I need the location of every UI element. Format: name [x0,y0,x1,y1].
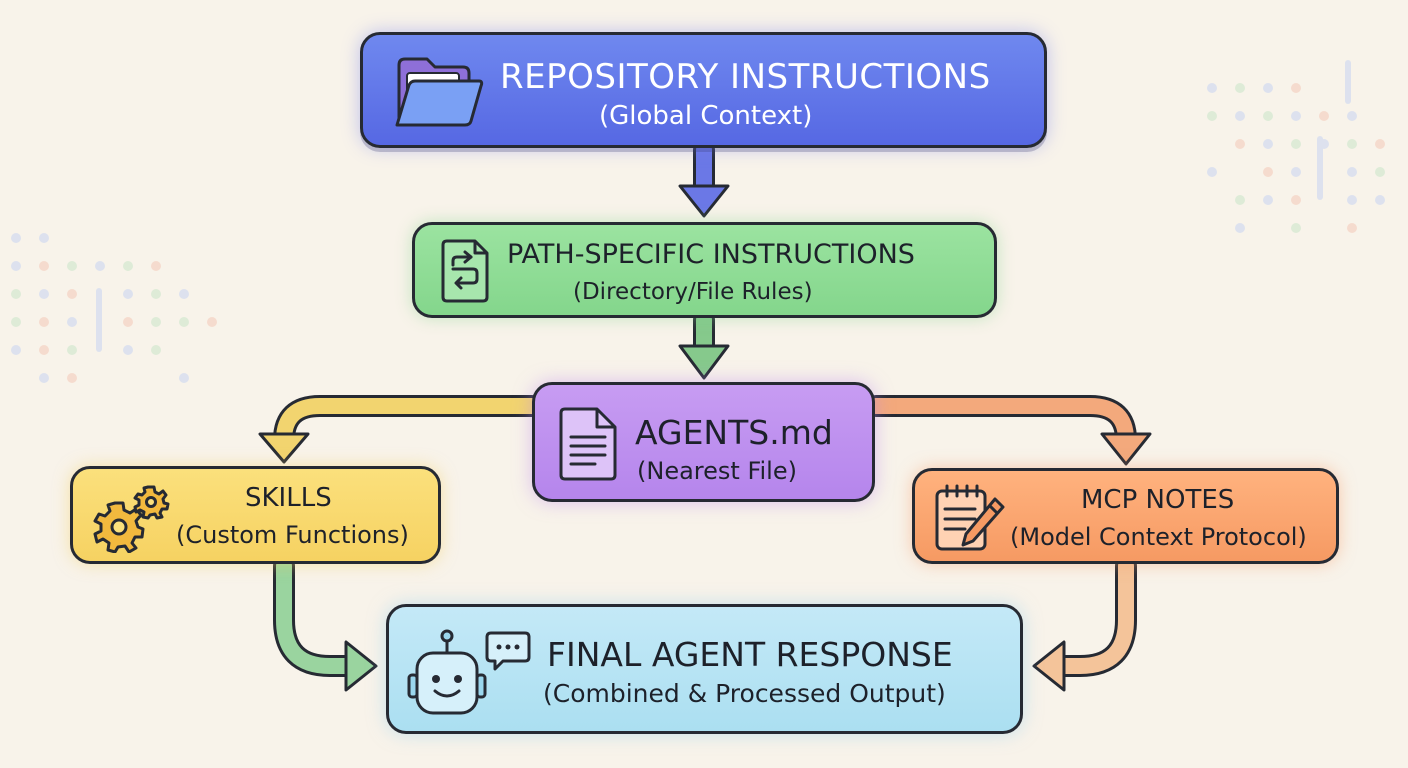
document-icon [557,407,619,485]
node-title: SKILLS [245,483,332,513]
arrow-agents-to-skills [258,395,543,464]
arrow-agents-to-mcp [865,395,1152,466]
arrow-mcp-to-final [1032,555,1137,692]
left-dot-pattern [11,233,217,383]
mcp-notes-node: MCP NOTES (Model Context Protocol) [912,468,1339,564]
node-subtitle: (Directory/File Rules) [573,279,813,305]
path-specific-instructions-node: PATH-SPECIFIC INSTRUCTIONS (Directory/Fi… [412,222,997,318]
path-file-icon [437,239,493,307]
node-subtitle: (Global Context) [599,101,813,131]
node-subtitle: (Nearest File) [637,457,797,485]
node-subtitle: (Model Context Protocol) [1010,523,1307,551]
node-title: MCP NOTES [1081,485,1235,515]
node-subtitle: (Custom Functions) [176,521,409,549]
node-title: FINAL AGENT RESPONSE [547,635,953,674]
node-title: REPOSITORY INSTRUCTIONS [500,57,991,97]
arrow-path-to-agents [678,309,730,380]
agents-md-node: AGENTS.md (Nearest File) [532,382,875,502]
final-agent-response-node: FINAL AGENT RESPONSE (Combined & Process… [386,604,1023,734]
skills-node: SKILLS (Custom Functions) [70,466,441,564]
repository-instructions-node: REPOSITORY INSTRUCTIONS (Global Context) [360,32,1047,148]
robot-chat-icon [407,627,531,723]
arrow-repository-to-path [678,139,730,218]
arrow-skills-to-final [273,555,378,692]
node-subtitle: (Combined & Processed Output) [543,679,946,708]
gears-icon [91,483,171,557]
node-title: PATH-SPECIFIC INSTRUCTIONS [507,239,915,270]
folder-icon [393,55,485,135]
node-title: AGENTS.md [635,413,833,452]
notepad-pencil-icon [933,483,1009,557]
right-dot-pattern [1207,60,1385,233]
